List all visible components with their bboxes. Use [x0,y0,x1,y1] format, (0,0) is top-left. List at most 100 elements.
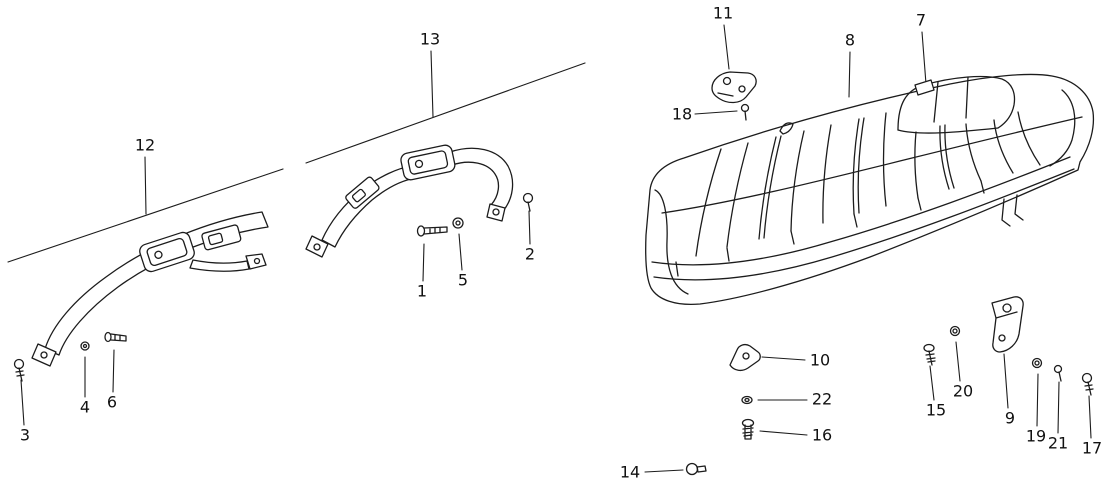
part-screw-18 [740,103,750,121]
seat-band-tick [726,247,730,262]
callout-label-1: 1 [417,282,427,301]
part-bolt-1 [416,225,448,237]
seat-pleat [822,124,832,224]
leader-line-15 [929,365,935,401]
leader-line-1 [422,243,425,282]
seat-hump-pleat [933,81,939,123]
seat-pleat [726,142,749,248]
seat-pleat [763,135,782,239]
seat-pleat [965,123,982,182]
leader-line-17 [1088,395,1092,439]
callout-label-4: 4 [80,398,90,417]
callout-label-5: 5 [458,271,468,290]
callout-label-3: 3 [20,426,30,445]
part-bolt-3 [13,358,25,382]
belt-anchor-plate-left [31,343,57,367]
belt-anchor-hole-right [313,243,321,251]
seat-foot-bracket [1014,194,1024,221]
part-washer-19 [1031,357,1043,369]
part-bracket-10 [729,343,761,372]
belt-buckle-left [139,231,195,273]
part-striker-9 [991,296,1024,353]
belt-latch-plate-right [345,176,380,209]
callout-label-6: 6 [107,393,117,412]
callout-label-15: 15 [926,401,946,420]
callout-label-22: 22 [812,390,832,409]
part-bolt-16 [741,418,755,440]
seat-pleat [790,130,805,232]
leader-line-21 [1057,381,1060,434]
belt-latch-plate-left [201,224,242,251]
part-bolt-17 [1081,372,1094,396]
belt-loop-strap-right [449,147,514,212]
belt-stub-strap-left [189,259,250,272]
seat-pleat [914,131,919,199]
seat-band-tick [980,180,985,194]
part-screw-2 [522,192,534,212]
seat-rear-hump-base [897,127,999,134]
seat-band-tick [790,230,795,245]
leader-line-13-1 [305,62,586,164]
seat-right-end-contour [1049,89,1076,167]
seat-pleat [758,136,777,240]
seat-band-tick [917,197,922,211]
callout-label-10: 10 [810,351,830,370]
part-stud-4 [80,341,90,351]
belt-loop-anchor-hole-right [492,208,500,216]
seat-pleat [1017,111,1041,166]
seat-band-tick [675,261,679,277]
leader-line-6 [112,349,115,393]
callout-label-2: 2 [525,245,535,264]
seat-wire-hook [779,122,794,135]
callout-label-7: 7 [916,11,926,30]
seat-pleat [944,124,955,189]
leader-line-7 [921,31,927,85]
belt-anchor-plate-right [305,235,329,258]
leader-line-3 [20,379,25,426]
seat-front-band-upper [651,156,1071,266]
leader-line-12 [144,156,147,215]
leader-line-13 [430,50,434,118]
part-bolt-15 [923,343,936,366]
seat-left-end-contour [654,189,689,295]
part-bolt-6 [104,331,127,343]
leader-line-11 [723,24,730,70]
callout-label-19: 19 [1026,427,1046,446]
part-nut-5 [452,217,464,229]
belt-loop-anchor-right [486,203,506,222]
callout-label-9: 9 [1005,409,1015,428]
leader-line-5 [458,233,463,271]
seat-pleat [857,117,865,214]
belt-stub-anchor-left [245,253,267,270]
seat-band-tick [853,213,858,228]
leader-line-10 [761,356,806,361]
belt-buckle-right [400,144,456,181]
leader-line-18 [694,110,738,115]
part-clip-14 [685,462,707,476]
leader-line-20 [955,341,961,382]
rear-seat-cushion [645,73,1095,306]
seat-hump-pleat [965,76,969,119]
seat-outline [645,73,1095,306]
hardware-parts [13,71,1094,476]
seat-foot-bracket [1001,198,1011,227]
leader-line-19 [1036,373,1039,427]
callout-label-12: 12 [135,136,155,155]
leader-line-2 [528,210,531,245]
callout-label-21: 21 [1048,434,1068,453]
callout-label-16: 16 [812,426,832,445]
belt-stub-anchor-hole-left [253,257,261,265]
callout-label-8: 8 [845,31,855,50]
part-stud-21 [1053,364,1063,382]
leader-line-14 [644,469,684,473]
seat-belt-assembly-left [31,211,269,367]
seat-latch-notch [914,79,935,96]
seat-front-band-lower [653,168,1075,281]
part-bracket-11 [711,71,757,104]
leader-line-8 [848,51,851,98]
seat-rear-hump [897,75,1016,131]
callout-label-13: 13 [420,30,440,49]
callout-label-20: 20 [953,382,973,401]
